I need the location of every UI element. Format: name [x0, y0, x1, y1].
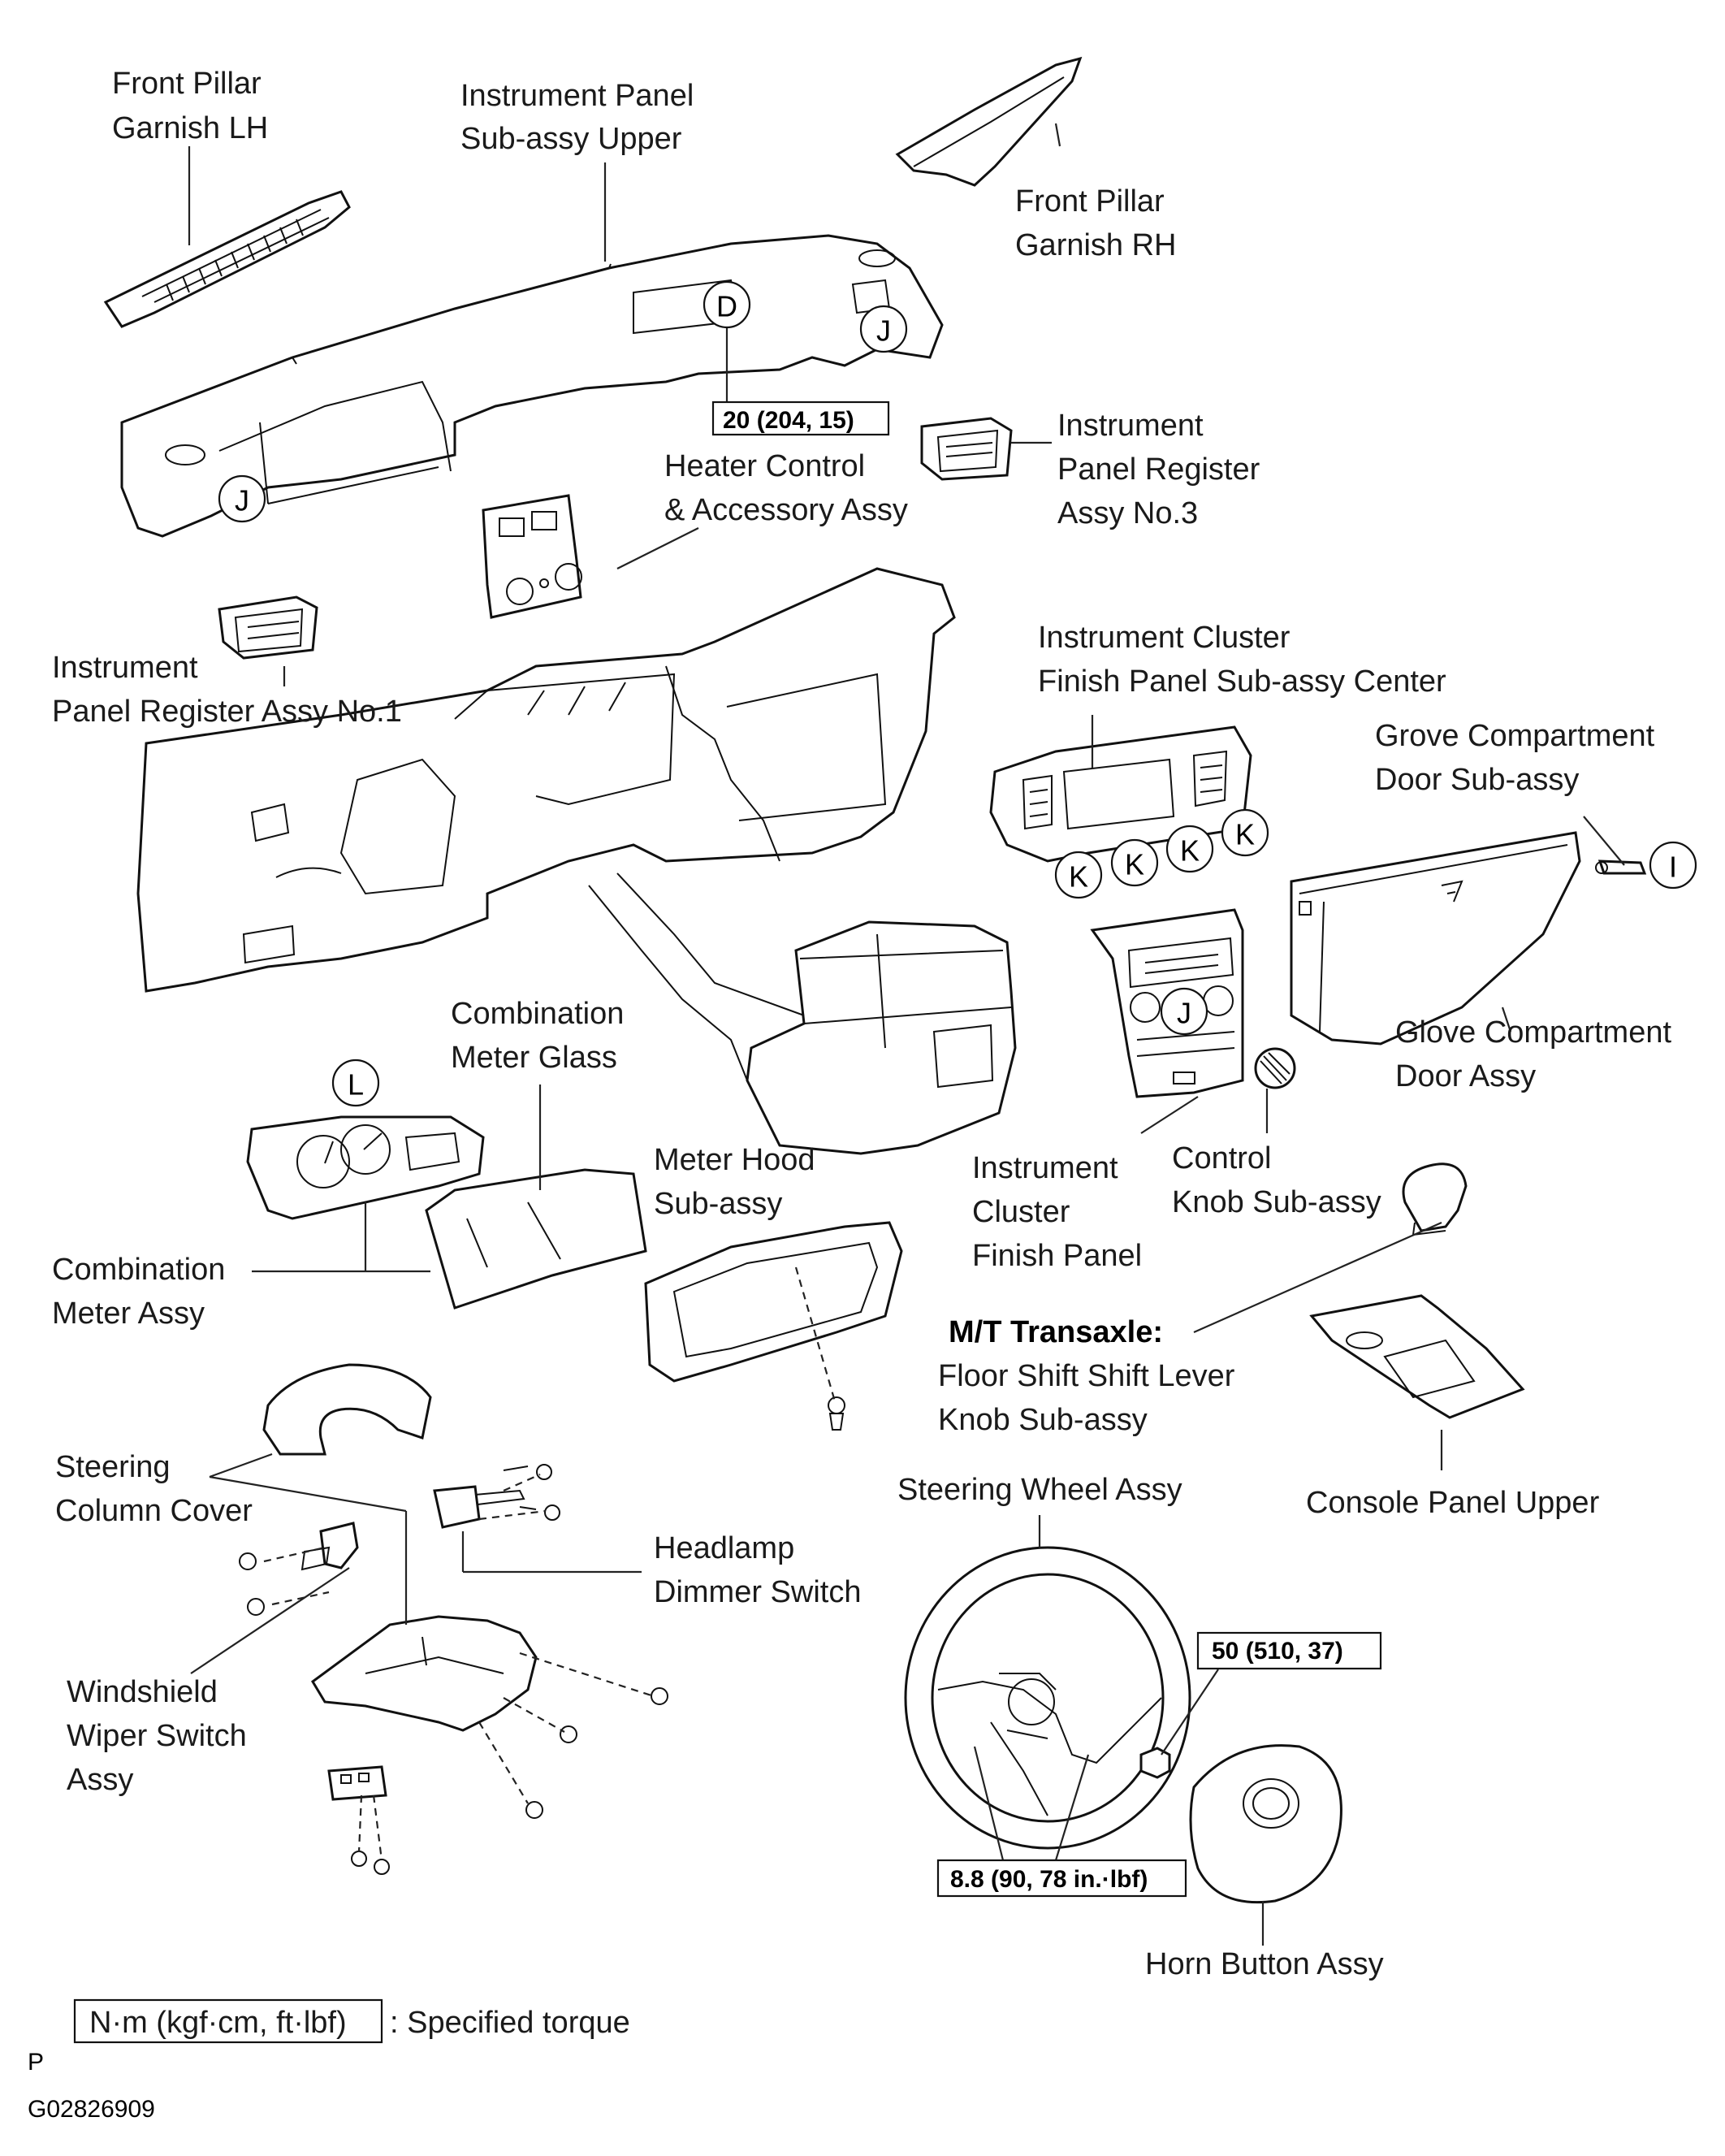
horn-button-drawing	[1189, 1744, 1342, 1904]
front-pillar-garnish-rh-drawing	[895, 56, 1083, 187]
marker-k-2: K	[1125, 848, 1144, 881]
marker-j-right: J	[876, 314, 891, 348]
label-meter-hood: Meter Hood Sub-assy	[654, 1143, 824, 1221]
wiper-switch-drawing	[300, 1522, 359, 1571]
center-console-drawing	[588, 872, 1017, 1155]
legend-text: : Specified torque	[390, 2006, 630, 2040]
torque-box-steering-wheel: 8.8 (90, 78 in.·lbf)	[936, 1859, 1187, 1898]
label-combination-meter-glass: Combination Meter Glass	[451, 997, 633, 1075]
heater-control-drawing	[482, 494, 582, 619]
label-combination-meter-assy: Combination Meter Assy	[52, 1253, 234, 1331]
upper-column-cover-drawing	[262, 1363, 432, 1456]
label-instrument-panel-upper: Instrument Panel Sub-assy Upper	[460, 79, 703, 156]
label-register-no3: Instrument Panel Register Assy No.3	[1057, 409, 1269, 530]
marker-d: D	[716, 290, 737, 323]
label-console-panel-upper: Console Panel Upper	[1306, 1486, 1600, 1520]
front-pillar-garnish-lh-drawing	[103, 190, 351, 328]
meter-glass-drawing	[425, 1168, 647, 1310]
steering-wheel-drawing	[904, 1546, 1191, 1850]
label-steering-column-cover: Steering Column Cover	[55, 1450, 253, 1528]
marker-k-4: K	[1235, 818, 1255, 851]
console-panel-upper-drawing	[1309, 1294, 1525, 1419]
torque-panel-value: 20 (204, 15)	[723, 407, 854, 434]
marker-k-1: K	[1069, 860, 1088, 894]
label-grove-compartment-door: Grove Compartment Door Sub-assy	[1375, 719, 1663, 797]
marker-j-left: J	[235, 484, 249, 517]
label-headlamp-dimmer-switch: Headlamp Dimmer Switch	[654, 1531, 861, 1609]
label-front-pillar-garnish-lh: Front Pillar Garnish LH	[112, 67, 270, 145]
marker-k-3: K	[1180, 834, 1200, 868]
meter-hood-drawing	[644, 1221, 903, 1383]
leader-lines	[188, 123, 1625, 1946]
reference-markers: D J J K K K K I J L	[218, 280, 1697, 1107]
torque-box-horn-nut: 50 (510, 37)	[1196, 1631, 1382, 1670]
label-steering-wheel-assy: Steering Wheel Assy	[897, 1473, 1182, 1507]
register-no1-drawing	[218, 595, 318, 660]
door-clip-drawing	[1595, 859, 1647, 875]
horn-nut-drawing	[1139, 1747, 1171, 1779]
torque-box-panel: 20 (204, 15)	[711, 400, 890, 436]
instrument-panel-body-drawing	[136, 567, 956, 993]
torque-wheel-value: 8.8 (90, 78 in.·lbf)	[950, 1866, 1148, 1893]
control-knob-drawing	[1254, 1047, 1296, 1089]
marker-l: L	[348, 1068, 364, 1102]
bracket-drawing	[327, 1765, 387, 1801]
torque-horn-nut-value: 50 (510, 37)	[1212, 1638, 1343, 1665]
label-control-knob: Control Knob Sub-assy	[1172, 1141, 1381, 1219]
screws-drawing	[239, 1396, 845, 1875]
label-register-no1: Instrument Panel Register Assy No.1	[52, 651, 402, 729]
legend-unit: N·m (kgf·cm, ft·lbf)	[89, 2006, 347, 2040]
glove-compartment-door-drawing	[1290, 831, 1581, 1046]
label-front-pillar-garnish-rh: Front Pillar Garnish RH	[1015, 184, 1177, 262]
register-no3-drawing	[920, 417, 1013, 481]
combination-meter-drawing	[246, 1115, 485, 1220]
label-windshield-wiper-switch: Windshield Wiper Switch Assy	[67, 1675, 255, 1797]
marker-i: I	[1669, 851, 1677, 884]
lower-column-cover-drawing	[311, 1615, 538, 1732]
label-heater-control: Heater Control & Accessory Assy	[664, 449, 908, 527]
marker-j-cluster: J	[1177, 997, 1191, 1030]
label-horn-button-assy: Horn Button Assy	[1145, 1947, 1384, 1981]
label-instrument-cluster-finish-panel: Instrument Cluster Finish Panel	[972, 1151, 1142, 1273]
label-cluster-finish-center: Instrument Cluster Finish Panel Sub-assy…	[1038, 621, 1446, 699]
footer-letter: P	[28, 2049, 44, 2076]
torque-legend: N·m (kgf·cm, ft·lbf) : Specified torque	[73, 1998, 630, 2044]
label-glove-compartment-door: Glove Compartment Door Assy	[1395, 1015, 1680, 1093]
shift-knob-drawing	[1402, 1162, 1468, 1236]
dashed-fastener-lines	[263, 1266, 837, 1861]
label-floor-shift-knob: Floor Shift Shift Lever Knob Sub-assy	[938, 1359, 1243, 1437]
label-mt-transaxle: M/T Transaxle:	[949, 1315, 1163, 1349]
figure-code: G02826909	[28, 2096, 155, 2123]
